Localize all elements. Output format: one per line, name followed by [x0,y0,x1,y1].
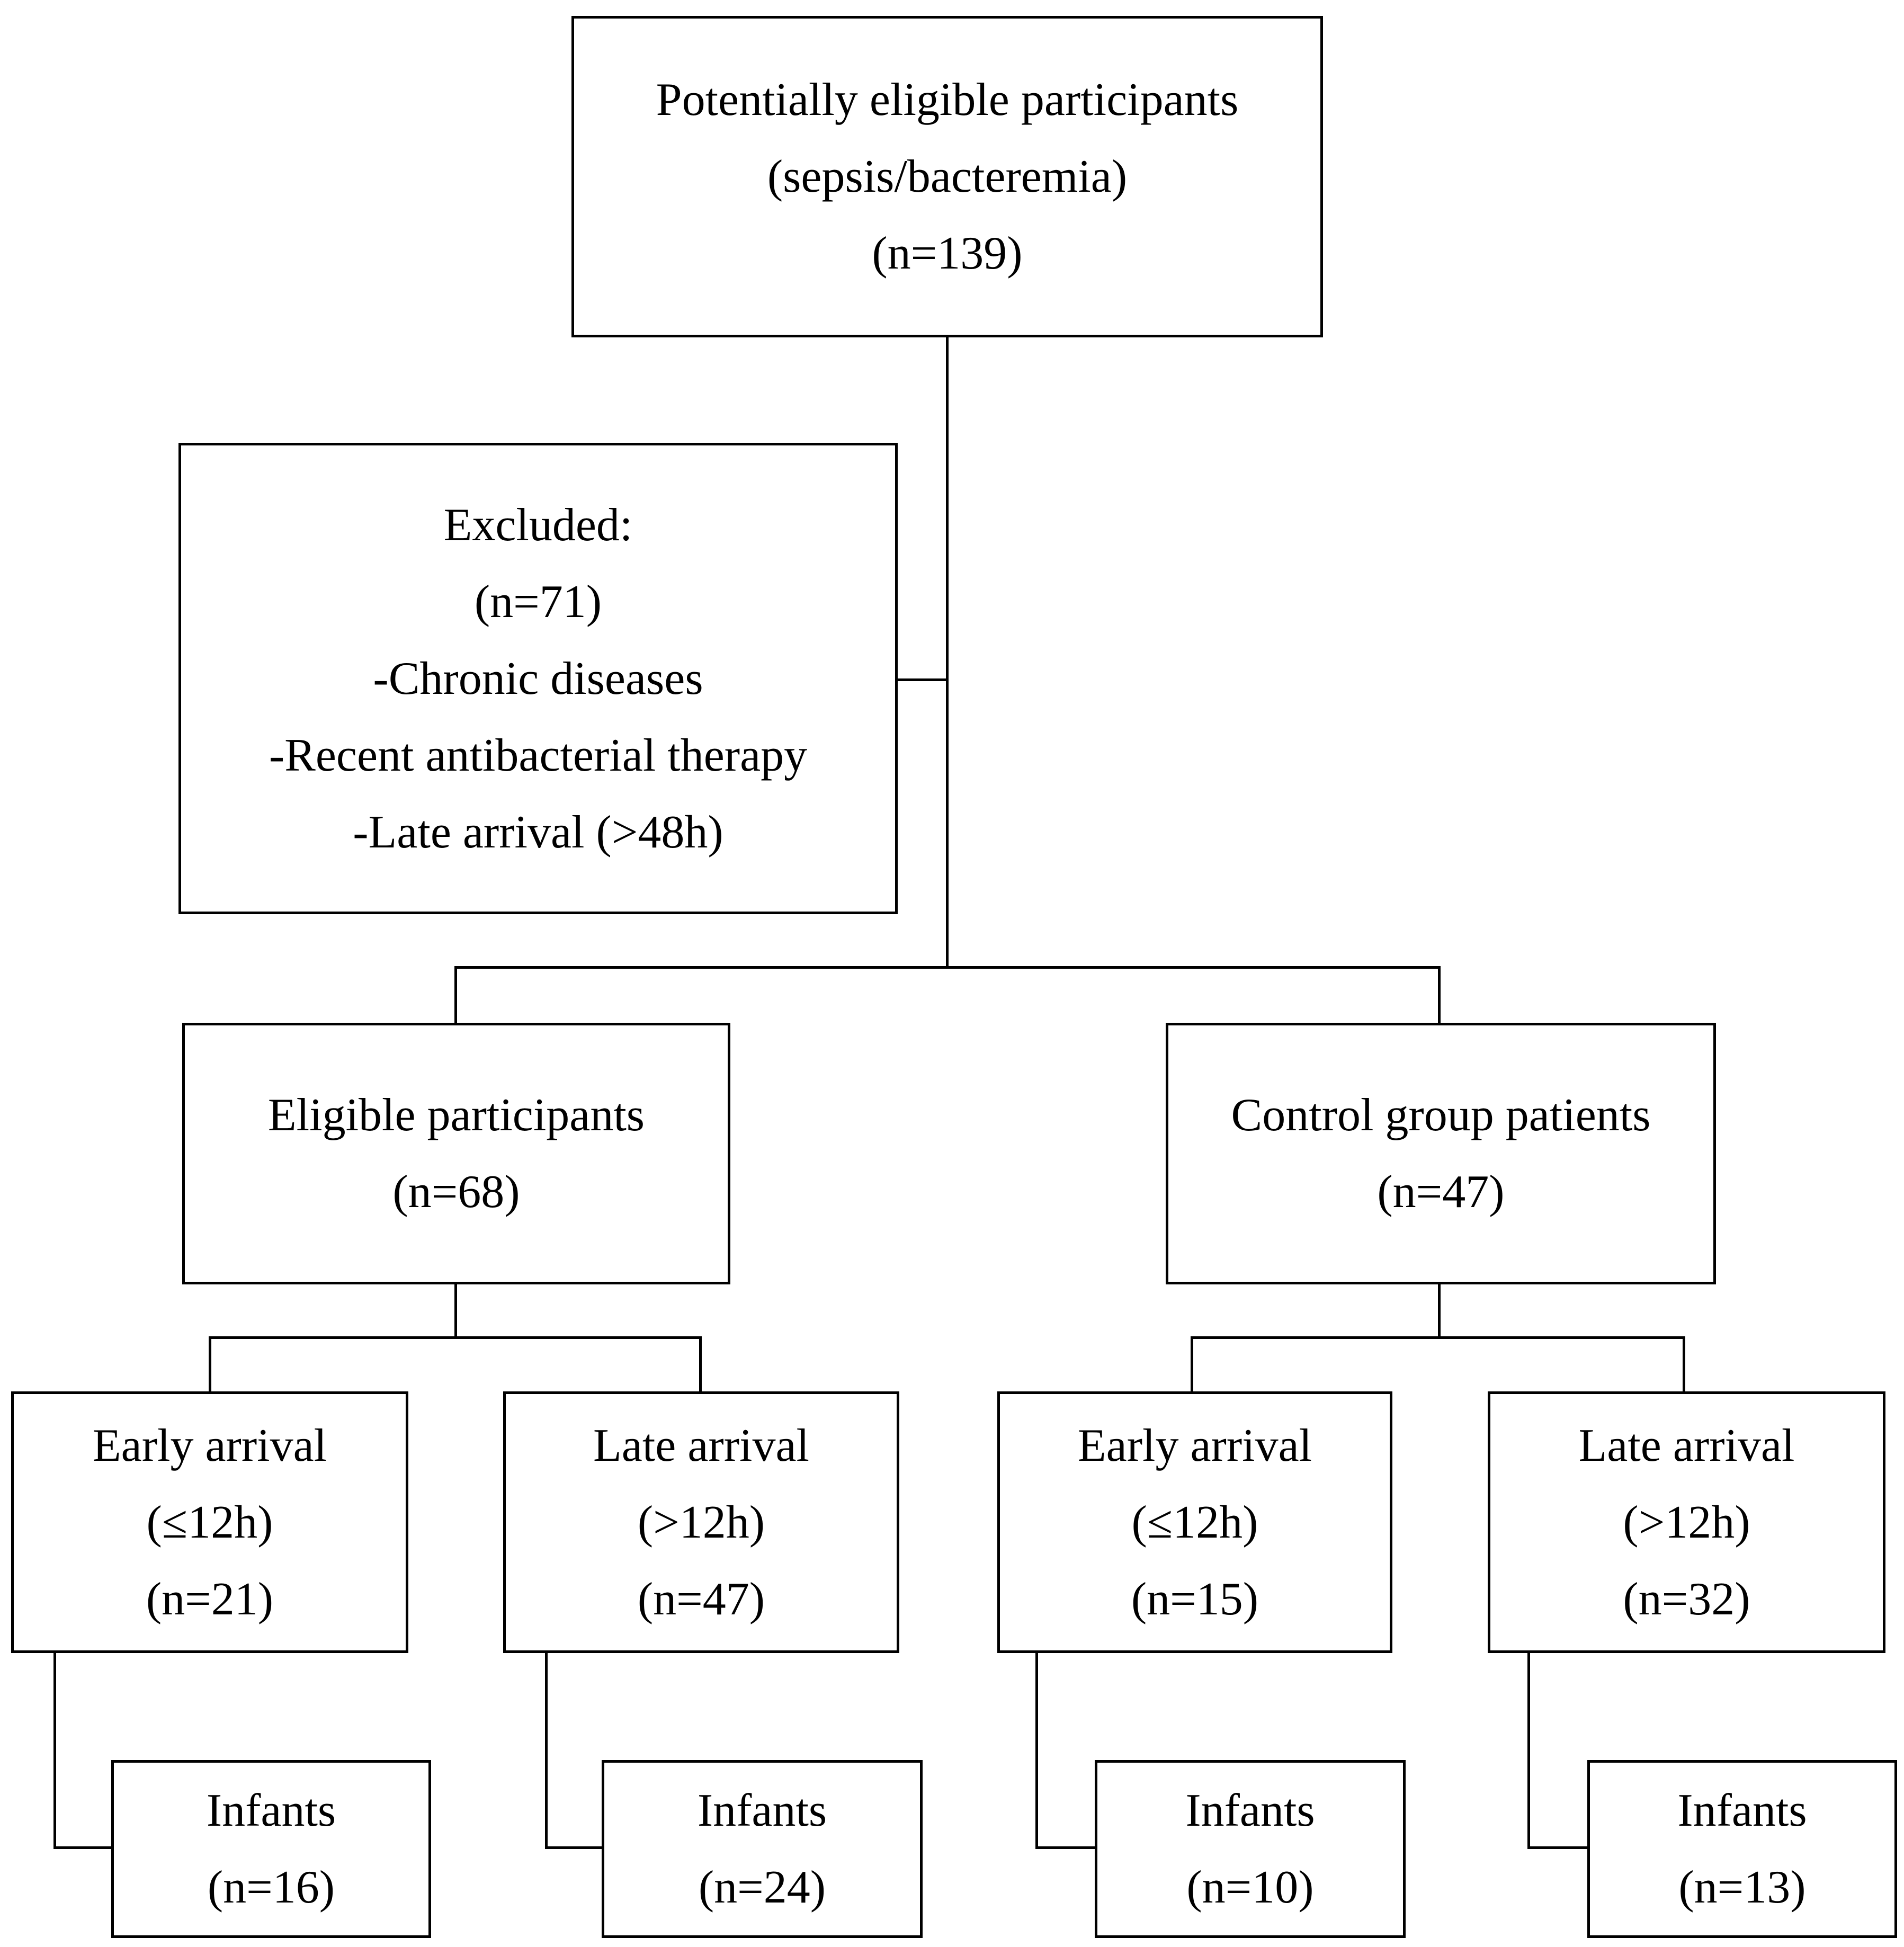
eligible-late-arrival-box: Late arrival (>12h) (n=47) [503,1391,899,1653]
connector-main-split [454,966,1441,969]
exclusion-reason: -Chronic diseases [373,653,703,704]
control-late-arrival-box: Late arrival (>12h) (n=32) [1488,1391,1885,1653]
box-count: (n=21) [146,1573,274,1625]
box-text: (>12h) [1623,1496,1750,1548]
eligible-early-arrival-box: Early arrival (≤12h) (n=21) [11,1391,408,1653]
box-count: (n=71) [474,576,602,628]
box-count: (n=16) [207,1862,335,1913]
connector-excluded-branch [898,678,949,681]
exclusion-reason: -Recent antibacterial therapy [269,729,808,781]
box-text: Infants [206,1785,336,1836]
connector-to-eligible-early [209,1336,211,1391]
box-text: (≤12h) [146,1496,273,1548]
box-text: (>12h) [637,1496,765,1548]
box-count: (n=68) [392,1166,520,1218]
box-count: (n=32) [1623,1573,1750,1625]
connector-control-late-infants [1527,1846,1587,1849]
box-text: Infants [1677,1785,1807,1836]
eligible-participants-box: Eligible participants (n=68) [182,1023,730,1284]
connector-to-control-early [1191,1336,1193,1391]
connector-eligible-late-infants [545,1846,602,1849]
connector-to-eligible-late [699,1336,702,1391]
box-text: (≤12h) [1131,1496,1258,1548]
box-count: (n=139) [872,228,1023,279]
potentially-eligible-box: Potentially eligible participants (sepsi… [571,16,1323,337]
infants-control-late-box: Infants (n=13) [1587,1760,1897,1938]
connector-top-trunk [946,337,949,969]
box-count: (n=10) [1186,1862,1314,1913]
connector-eligible-split [209,1336,702,1339]
box-text: Eligible participants [267,1089,645,1141]
infants-eligible-early-box: Infants (n=16) [111,1760,431,1938]
box-text: Infants [1185,1785,1315,1836]
box-text: Early arrival [1077,1419,1312,1471]
connector-to-control [1438,966,1441,1023]
box-text: Control group patients [1231,1089,1651,1141]
box-text: Potentially eligible participants [656,74,1239,126]
connector-control-trunk [1438,1284,1441,1339]
box-count: (n=15) [1131,1573,1259,1625]
connector-to-eligible [454,966,457,1023]
box-count: (n=47) [1377,1166,1505,1218]
exclusion-reason: -Late arrival (>48h) [353,806,723,858]
box-text: Early arrival [92,1419,327,1471]
box-count: (n=13) [1678,1862,1806,1913]
connector-control-early-down [1035,1653,1038,1849]
box-count: (n=47) [637,1573,765,1625]
box-count: (n=24) [698,1862,826,1913]
connector-control-late-down [1527,1653,1530,1849]
box-text: (sepsis/bacteremia) [767,151,1128,202]
connector-eligible-early-down [53,1653,56,1849]
control-early-arrival-box: Early arrival (≤12h) (n=15) [997,1391,1392,1653]
connector-eligible-trunk [454,1284,457,1339]
connector-to-control-late [1683,1336,1685,1391]
connector-eligible-early-infants [53,1846,111,1849]
box-text: Late arrival [593,1419,809,1471]
excluded-box: Excluded: (n=71) -Chronic diseases -Rece… [178,443,898,914]
control-group-box: Control group patients (n=47) [1166,1023,1716,1284]
connector-eligible-late-down [545,1653,548,1849]
box-text: Excluded: [443,499,633,551]
connector-control-early-infants [1035,1846,1095,1849]
infants-eligible-late-box: Infants (n=24) [602,1760,923,1938]
connector-control-split [1191,1336,1685,1339]
box-text: Infants [697,1785,827,1836]
infants-control-early-box: Infants (n=10) [1095,1760,1406,1938]
box-text: Late arrival [1578,1419,1795,1471]
